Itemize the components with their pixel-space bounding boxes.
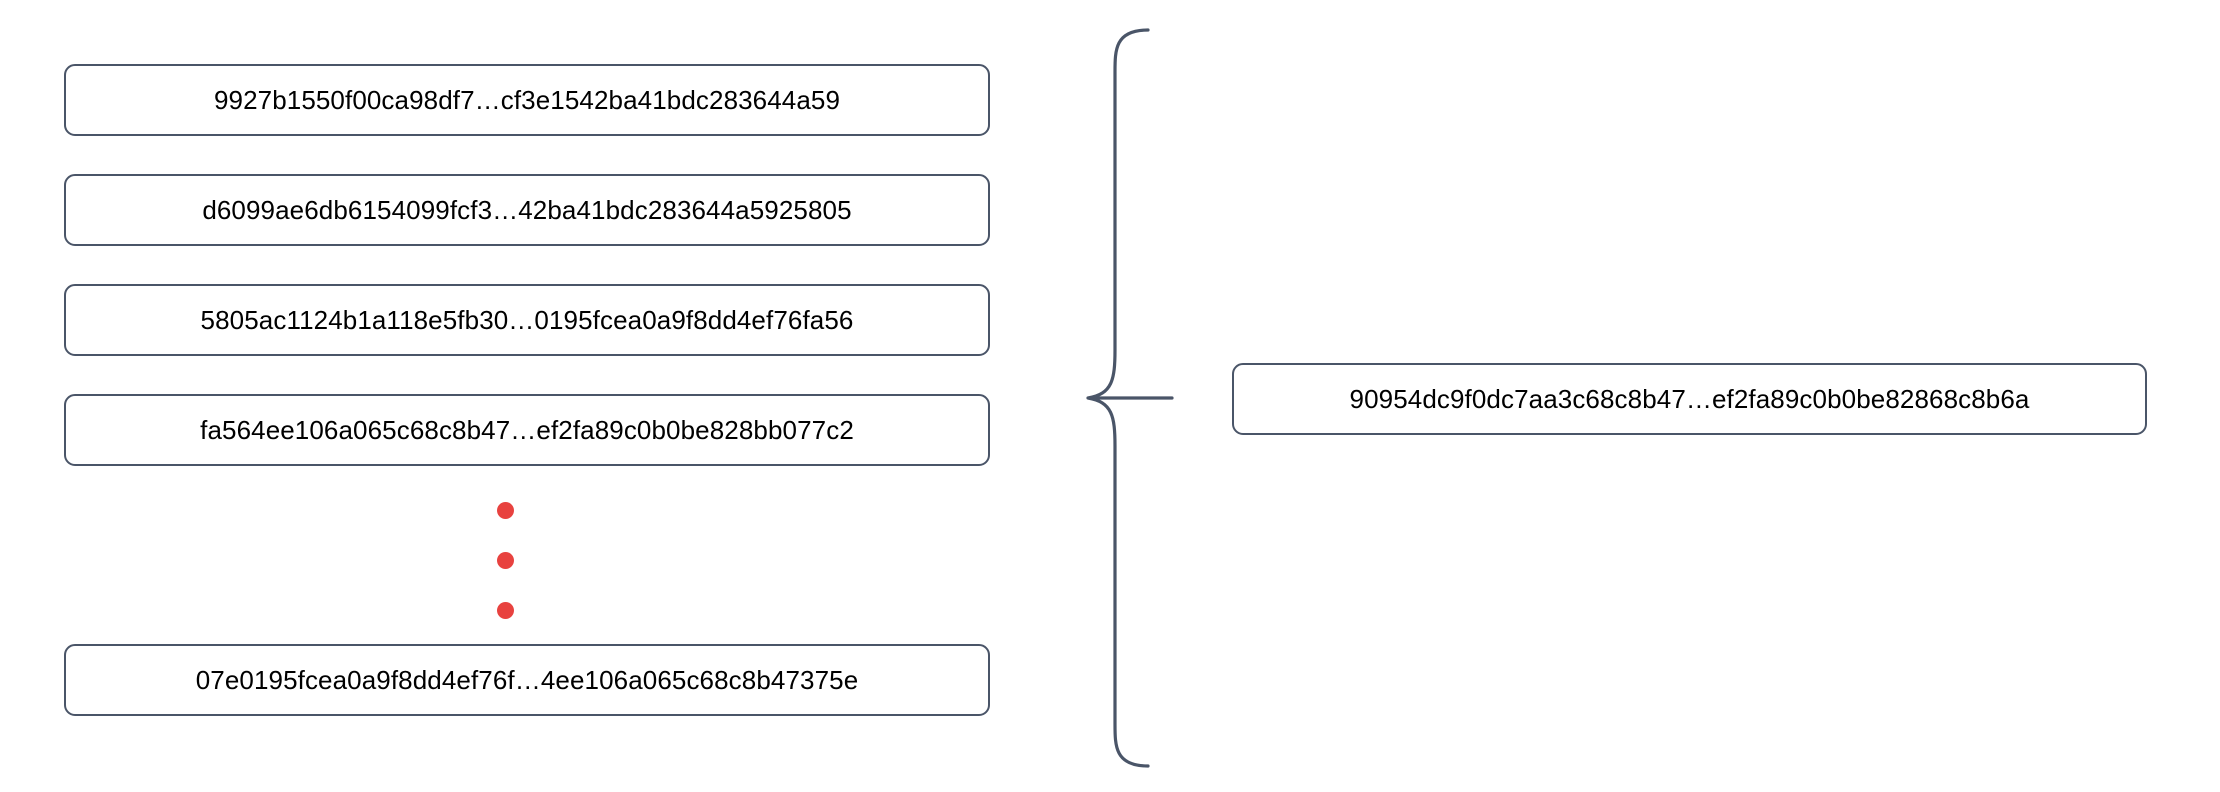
input-hash-label-3: 5805ac1124b1a118e5fb30…0195fcea0a9f8dd4e… (200, 304, 854, 335)
ellipsis-dot-1 (497, 502, 514, 519)
input-hash-label-4: fa564ee106a065c68c8b47…ef2fa89c0b0be828b… (200, 414, 854, 445)
output-hash-box[interactable]: 90954dc9f0dc7aa3c68c8b47…ef2fa89c0b0be82… (1232, 363, 2147, 435)
input-hash-box-1[interactable]: 9927b1550f00ca98df7…cf3e1542ba41bdc28364… (64, 64, 990, 136)
input-hash-box-2[interactable]: d6099ae6db6154099fcf3…42ba41bdc283644a59… (64, 174, 990, 246)
ellipsis-dot-3 (497, 602, 514, 619)
ellipsis-dot-2 (497, 552, 514, 569)
output-hash-label: 90954dc9f0dc7aa3c68c8b47…ef2fa89c0b0be82… (1349, 383, 2030, 414)
input-hash-box-4[interactable]: fa564ee106a065c68c8b47…ef2fa89c0b0be828b… (64, 394, 990, 466)
input-hash-box-5[interactable]: 07e0195fcea0a9f8dd4ef76f…4ee106a065c68c8… (64, 644, 990, 716)
input-hash-label-2: d6099ae6db6154099fcf3…42ba41bdc283644a59… (202, 194, 852, 225)
input-hash-box-3[interactable]: 5805ac1124b1a118e5fb30…0195fcea0a9f8dd4e… (64, 284, 990, 356)
input-hash-label-1: 9927b1550f00ca98df7…cf3e1542ba41bdc28364… (213, 84, 841, 115)
vertical-ellipsis-dots-icon (497, 502, 517, 622)
curly-brace-connector-icon (1086, 28, 1174, 768)
input-hash-label-5: 07e0195fcea0a9f8dd4ef76f…4ee106a065c68c8… (195, 664, 859, 695)
